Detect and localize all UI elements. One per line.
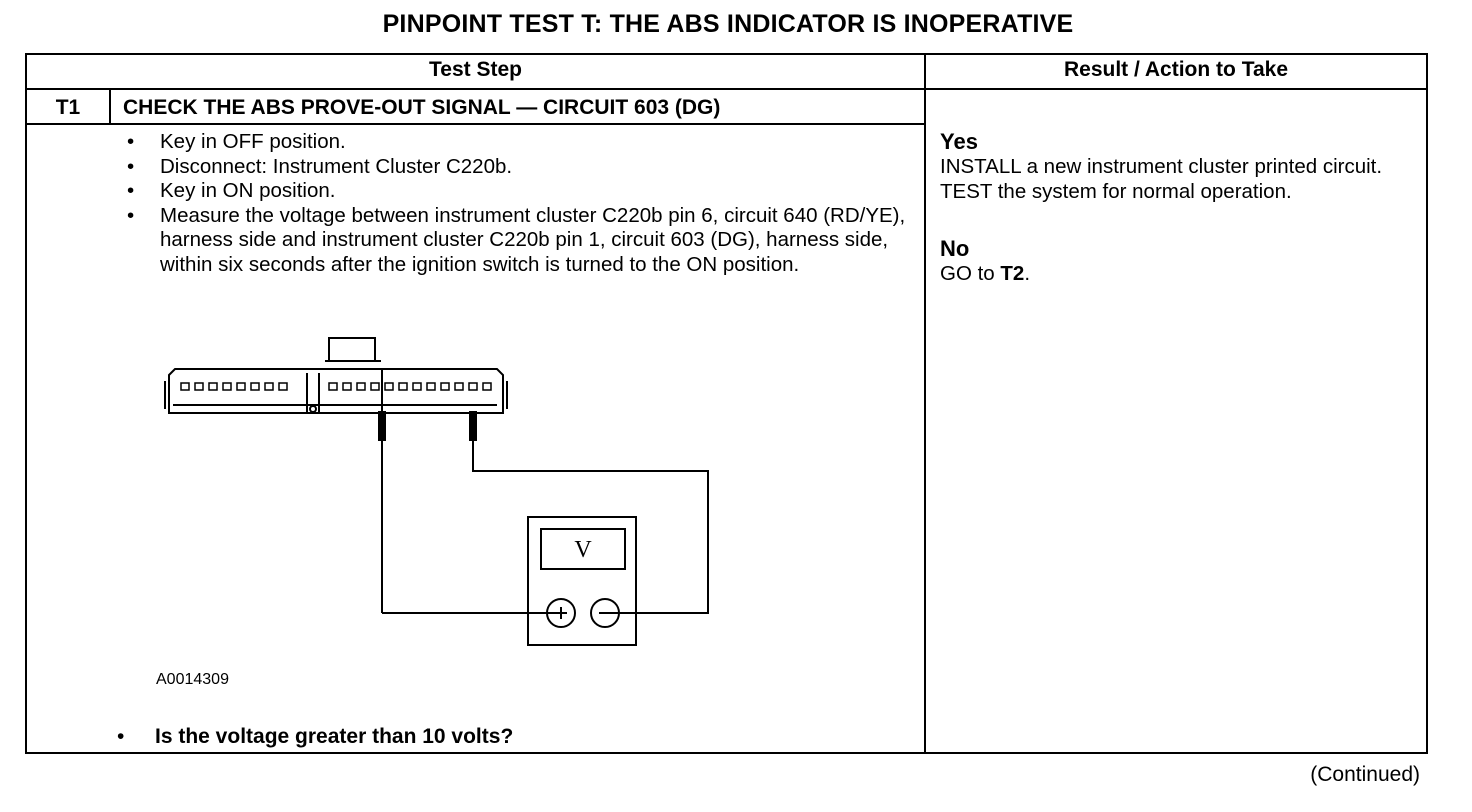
step-question: •Is the voltage greater than 10 volts? xyxy=(117,725,514,748)
figure-id: A0014309 xyxy=(156,671,229,688)
test-step-header: Test Step xyxy=(429,58,522,81)
bullet-icon: • xyxy=(127,203,135,227)
connector-voltmeter-diagram: V xyxy=(164,337,709,646)
meter-label: V xyxy=(574,537,592,563)
step-title: CHECK THE ABS PROVE-OUT SIGNAL — CIRCUIT… xyxy=(123,96,721,119)
bullet-icon: • xyxy=(127,179,135,202)
bullet-icon: • xyxy=(117,725,125,748)
bullet-icon: • xyxy=(127,130,135,153)
result-actions: Yes INSTALL a new instrument cluster pri… xyxy=(940,129,1420,287)
list-item: •Disconnect: Instrument Cluster C220b. xyxy=(127,154,513,178)
column-divider xyxy=(924,55,926,752)
step-id: T1 xyxy=(55,96,81,119)
list-item: •Measure the voltage between instrument … xyxy=(127,203,906,276)
yes-action: INSTALL a new instrument cluster printed… xyxy=(940,155,1383,203)
step-instructions: •Key in OFF position. •Disconnect: Instr… xyxy=(125,130,915,277)
step-title-divider xyxy=(27,123,924,125)
step-id-divider xyxy=(109,88,111,124)
continued-note: (Continued) xyxy=(1310,763,1420,786)
header-divider xyxy=(27,88,1426,90)
list-item: •Key in ON position. xyxy=(127,179,336,202)
list-item: •Key in OFF position. xyxy=(127,130,346,153)
no-target-step: T2 xyxy=(1000,262,1025,285)
yes-label: Yes xyxy=(940,129,978,154)
result-header: Result / Action to Take xyxy=(1063,58,1289,81)
page-title: PINPOINT TEST T: THE ABS INDICATOR IS IN… xyxy=(382,10,1074,38)
pinpoint-test-table: Test Step Result / Action to Take T1 CHE… xyxy=(25,53,1428,754)
bullet-icon: • xyxy=(127,154,135,178)
no-action: GO to T2. xyxy=(940,262,1031,285)
no-label: No xyxy=(940,236,970,261)
